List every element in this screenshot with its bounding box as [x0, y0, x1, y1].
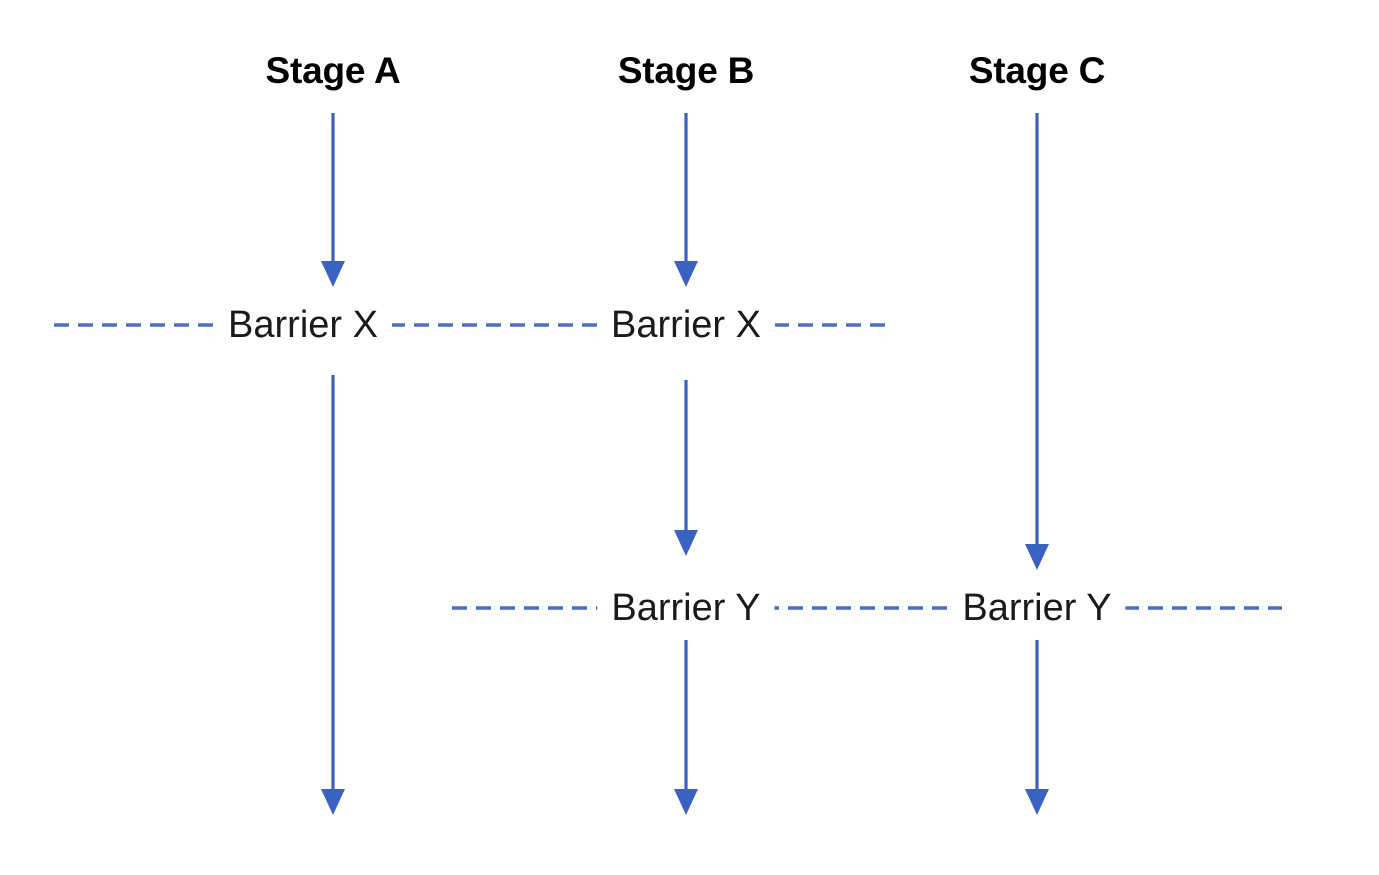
arrow-stage-a-to-barrier-x	[321, 113, 345, 287]
barrier-label-barrier-y-row-1: Barrier Y	[597, 589, 775, 627]
arrowhead-icon	[1025, 789, 1049, 815]
arrowhead-icon	[1025, 544, 1049, 570]
barrier-label-barrier-x-row-2: Barrier X	[597, 306, 775, 344]
stage-header-2: Stage B	[617, 50, 755, 91]
arrowhead-icon	[674, 261, 698, 287]
arrow-stage-c-to-barrier-y	[1025, 113, 1049, 570]
dashed-connector-barrier-y-row	[452, 606, 1282, 610]
barrier-label-barrier-y-row-2: Barrier Y	[948, 589, 1126, 627]
arrow-stage-b-to-barrier-x	[674, 113, 698, 287]
arrow-barrier-y-b-to-end	[674, 640, 698, 815]
arrow-barrier-y-c-to-end	[1025, 640, 1049, 815]
stage-header-3: Stage C	[968, 50, 1106, 91]
barrier-label-barrier-x-row-1: Barrier X	[214, 306, 392, 344]
arrow-barrier-x-b-to-barrier-y	[674, 380, 698, 556]
arrowhead-icon	[321, 789, 345, 815]
arrowhead-icon	[674, 789, 698, 815]
stage-header-1: Stage A	[265, 50, 401, 91]
arrowhead-icon	[674, 530, 698, 556]
arrow-barrier-x-a-to-end	[321, 375, 345, 815]
arrowhead-icon	[321, 261, 345, 287]
